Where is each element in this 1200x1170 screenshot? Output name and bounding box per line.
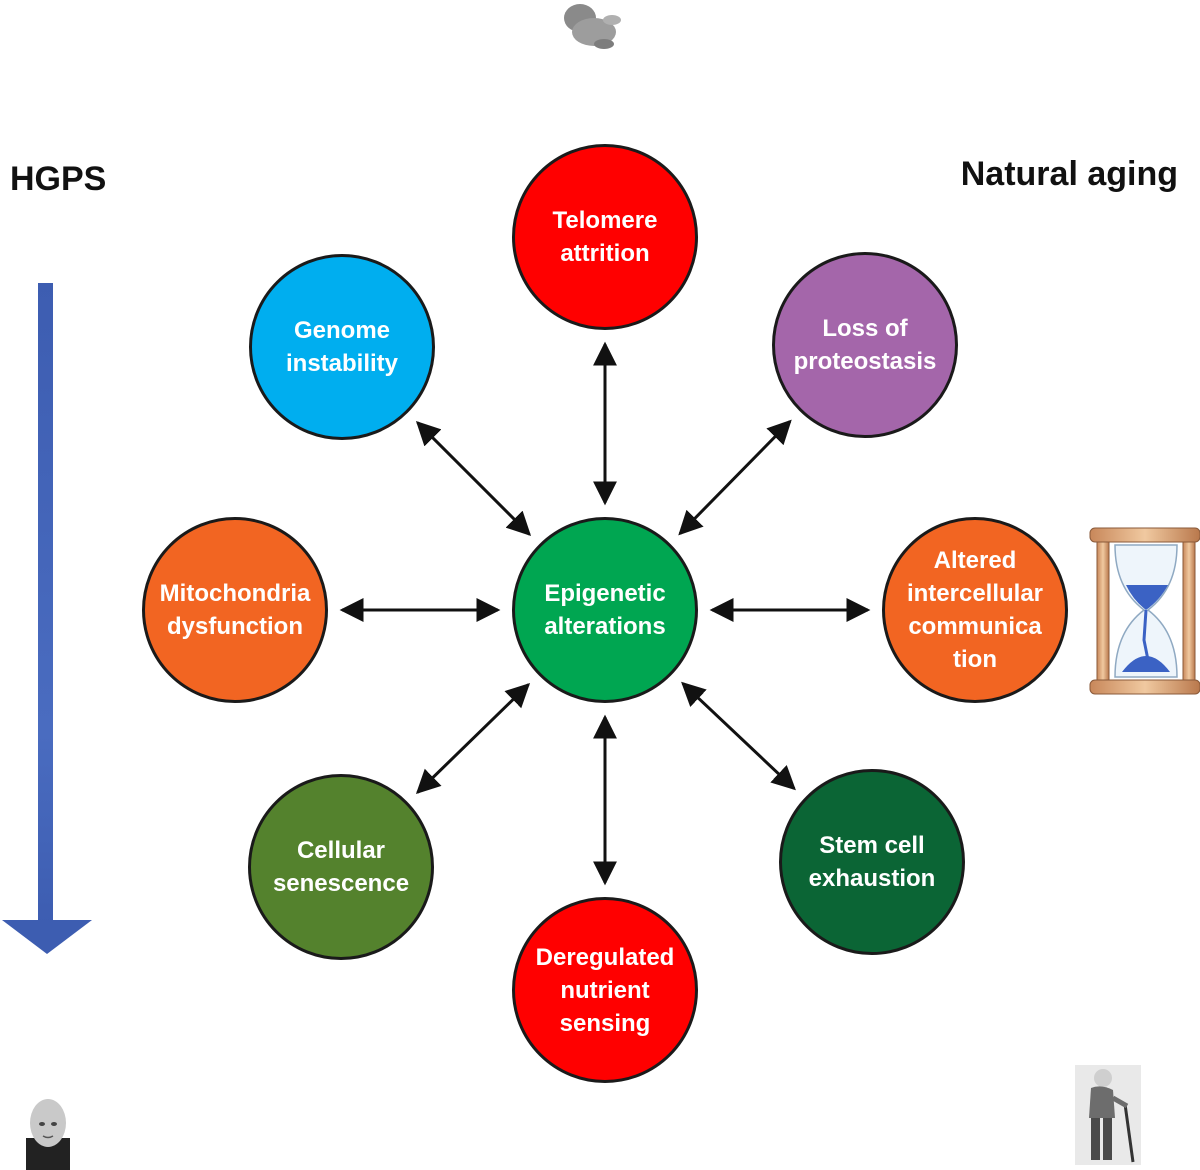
stem-cell-exhaustion-node: Stem cell exhaustion bbox=[779, 769, 965, 955]
timeline-arrow bbox=[2, 283, 92, 954]
epigenetic-alterations-label: Epigenetic alterations bbox=[544, 580, 666, 640]
elderly-person-icon bbox=[1075, 1065, 1141, 1165]
loss-of-proteostasis-node: Loss of proteostasis bbox=[772, 252, 958, 438]
genome-instability-label: Genome instability bbox=[285, 317, 399, 377]
telomere-attrition-node: Telomere attrition bbox=[512, 144, 698, 330]
altered-intercellular-communication-node: Altered intercellular communica tion bbox=[882, 517, 1068, 703]
stem-cell-exhaustion-label: Stem cell exhaustion bbox=[808, 832, 936, 892]
loss-of-proteostasis-label: Loss of proteostasis bbox=[793, 315, 937, 375]
cellular-senescence-node: Cellular senescence bbox=[248, 774, 434, 960]
deregulated-nutrient-sensing-node: Deregulated nutrient sensing bbox=[512, 897, 698, 1083]
connector-genome bbox=[415, 420, 532, 537]
genome-instability-node: Genome instability bbox=[249, 254, 435, 440]
telomere-attrition-label: Telomere attrition bbox=[552, 207, 658, 267]
connector-senescence bbox=[415, 682, 531, 795]
mitochondria-dysfunction-label: Mitochondria dysfunction bbox=[159, 580, 311, 640]
connector-arrows bbox=[339, 341, 871, 886]
cellular-senescence-label: Cellular senescence bbox=[272, 837, 410, 897]
hourglass-icon bbox=[1089, 527, 1200, 695]
natural-aging-label: Natural aging bbox=[960, 155, 1178, 193]
hgps-label: HGPS bbox=[10, 160, 107, 198]
connector-proteostasis bbox=[678, 419, 792, 536]
altered-intercellular-communication-label: Altered intercellular communica tion bbox=[906, 547, 1044, 673]
connector-stemcell bbox=[681, 681, 796, 791]
child-icon bbox=[26, 1099, 70, 1170]
epigenetic-alterations-node: Epigenetic alterations bbox=[512, 517, 698, 703]
mitochondria-dysfunction-node: Mitochondria dysfunction bbox=[142, 517, 328, 703]
fetus-icon bbox=[564, 4, 621, 49]
deregulated-nutrient-sensing-label: Deregulated nutrient sensing bbox=[535, 943, 675, 1037]
